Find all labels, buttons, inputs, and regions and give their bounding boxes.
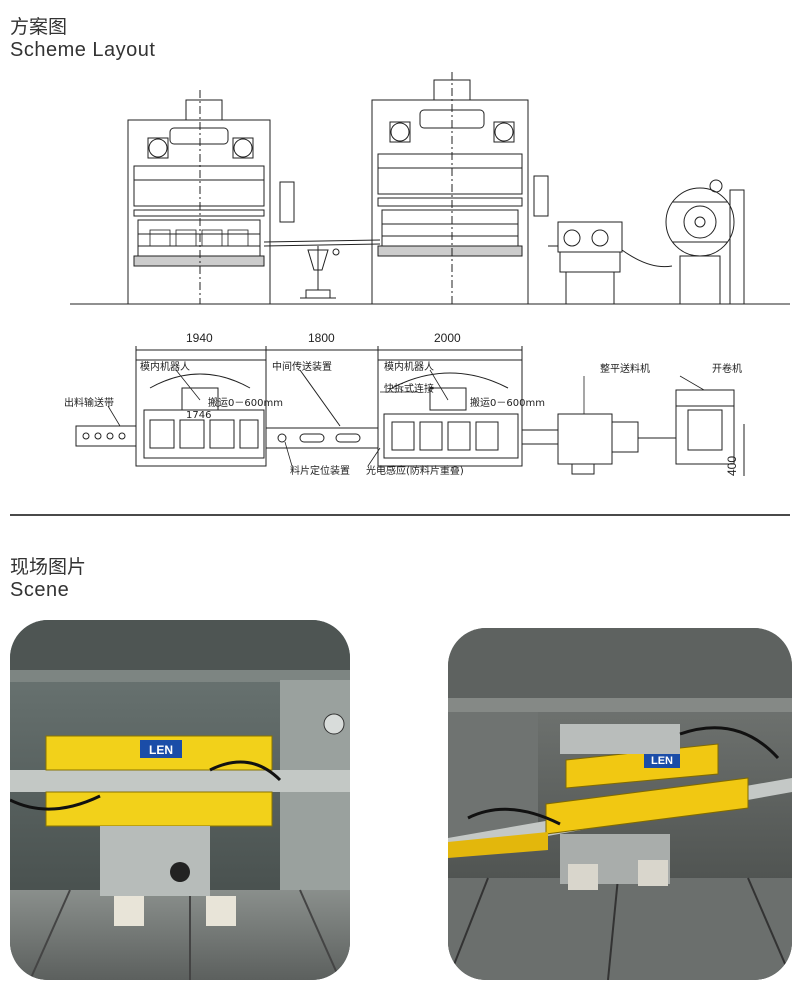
scheme-title-en: Scheme Layout	[10, 39, 156, 61]
dim-2000: 2000	[434, 331, 461, 345]
dim-400: 400	[725, 456, 739, 476]
dim-1800: 1800	[308, 331, 335, 345]
label-robot-1: 模内机器人	[140, 360, 190, 373]
label-feeder: 整平送料机	[600, 362, 650, 375]
label-uncoiler: 开卷机	[712, 362, 742, 375]
section-divider	[10, 514, 790, 516]
scene-title-en: Scene	[10, 579, 70, 601]
dim-1940: 1940	[186, 331, 213, 345]
label-stroke-1: 搬运0－600mm	[208, 396, 283, 409]
scene-photo-1: LEN	[10, 620, 350, 980]
label-photo-sensor: 光电感应(防料片重叠)	[366, 464, 464, 477]
label-middle-transfer: 中间传送装置	[272, 360, 332, 373]
label-robot-2: 模内机器人	[384, 360, 434, 373]
feeder-plan	[521, 413, 639, 475]
uncoiler-elevation	[621, 179, 745, 305]
press-1-plan	[135, 359, 267, 467]
label-small-num: 1746	[186, 410, 211, 421]
label-stroke-2: 搬运0－600mm	[470, 396, 545, 409]
scene-title-cn: 现场图片	[10, 556, 87, 578]
label-sheet-positioning: 料片定位装置	[290, 464, 350, 477]
press-1-elevation	[127, 90, 295, 305]
photo2-brand: LEN	[651, 755, 673, 767]
middle-transfer-plan	[265, 369, 379, 449]
dimension-lines	[135, 346, 745, 476]
feeder-elevation	[548, 221, 623, 305]
scene-heading: 现场图片 Scene	[10, 556, 86, 602]
label-output-belt: 出料输送带	[64, 396, 114, 409]
uncoiler-plan	[638, 389, 735, 465]
press-1-robot	[149, 229, 249, 247]
scheme-title-cn: 方案图	[10, 16, 68, 38]
scheme-heading: 方案图 Scheme Layout	[10, 16, 155, 62]
scheme-drawing: 1940 1800 2000 400 模内机器人 模内机器人 中间传送装置 整平…	[64, 72, 790, 477]
label-quick-connect: 快拆式连接	[384, 382, 434, 395]
middle-transfer-elevation	[263, 239, 381, 299]
scene-photo-2: LEN	[448, 628, 792, 980]
leader-lines	[107, 369, 705, 467]
press-2-elevation	[371, 72, 549, 305]
press-2-plan	[377, 359, 523, 467]
photo1-brand: LEN	[149, 743, 173, 757]
output-belt-plan	[75, 425, 137, 447]
